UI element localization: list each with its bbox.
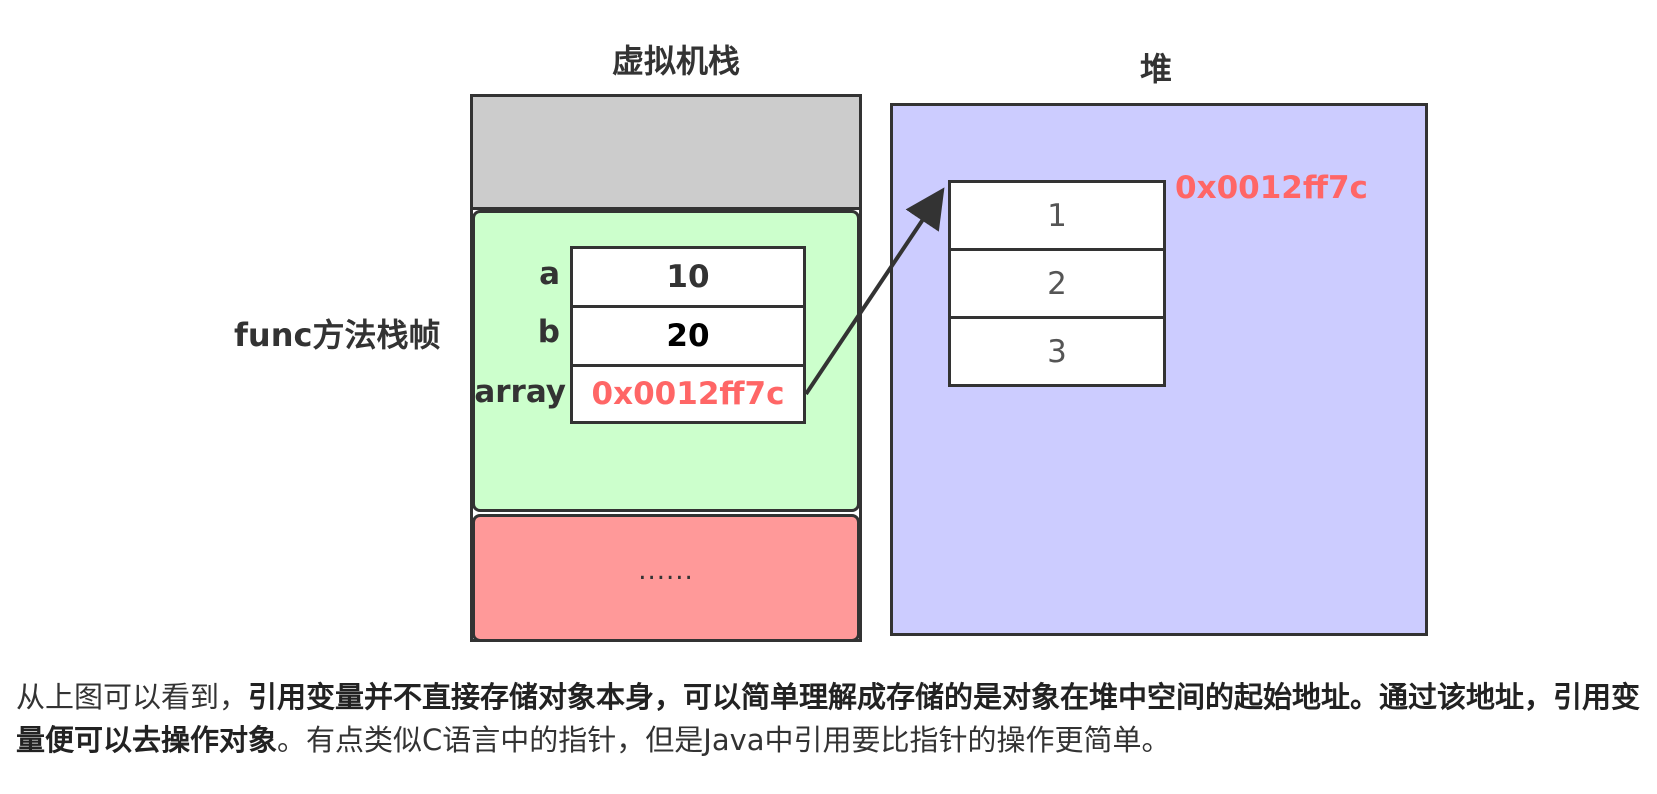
stack-top-region: [470, 94, 862, 210]
heap-array-element: 3: [948, 316, 1166, 387]
heap-element-value: 2: [1047, 265, 1067, 302]
var-value-b: 20: [666, 318, 710, 354]
caption-part3: 。有点类似C语言中的指针，但是Java中引用要比指针的操作更简单。: [277, 723, 1171, 757]
arrow-line: [804, 187, 945, 396]
lower-stack-frame: [472, 514, 860, 642]
caption-paragraph: 从上图可以看到，引用变量并不直接存储对象本身，可以简单理解成存储的是对象在堆中空…: [16, 676, 1641, 762]
var-name-array: array: [474, 374, 566, 410]
var-value-a: 10: [666, 259, 710, 295]
heap-element-value: 3: [1047, 333, 1067, 370]
caption-part1: 从上图可以看到，: [16, 680, 249, 714]
heap-title: 堆: [1140, 50, 1173, 88]
heap-address-label: 0x0012ff7c: [1175, 170, 1368, 206]
var-name-b: b: [537, 314, 560, 350]
stack-title: 虚拟机栈: [612, 42, 741, 80]
lower-frame-ellipsis: ......: [638, 556, 694, 586]
heap-array-element: 1: [948, 180, 1166, 251]
caption-bold: 引用变量并不直接存储对象本身，可以简单理解成存储的是对象在堆中空间的起始地址。通…: [16, 680, 1641, 757]
var-name-a: a: [539, 256, 560, 292]
heap-element-value: 1: [1047, 197, 1067, 234]
frame-label: func方法栈帧: [234, 316, 441, 354]
var-cell-array: 0x0012ff7c: [570, 364, 806, 424]
var-value-array: 0x0012ff7c: [591, 376, 785, 412]
heap-array-element: 2: [948, 248, 1166, 319]
